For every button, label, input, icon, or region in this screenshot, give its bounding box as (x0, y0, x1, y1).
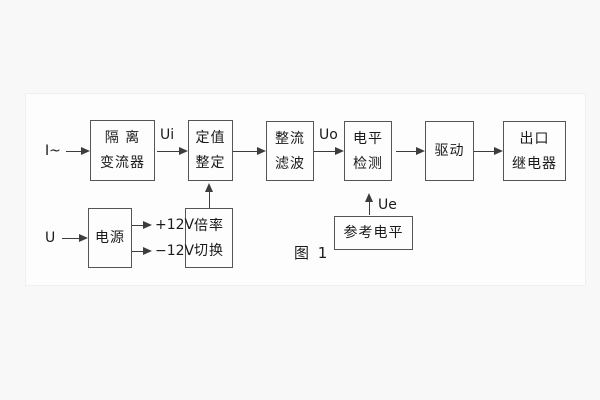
block-setting-adjust: 定值 整定 (188, 120, 233, 181)
arrowhead-right-icon (416, 147, 425, 155)
block-label: 电源 (95, 230, 125, 246)
plus12v-label: +12V (155, 217, 195, 233)
connector-current-to-isolation (66, 147, 90, 156)
block-label: 定值 (195, 130, 226, 146)
arrowhead-right-icon (81, 147, 90, 155)
block-label: 参考电平 (343, 225, 404, 241)
connector-power-to-minus12v (132, 247, 152, 256)
block-label: 检测 (353, 155, 383, 172)
connector-ratio-to-setting (205, 183, 214, 208)
connector-line (66, 151, 84, 152)
connector-line (157, 151, 182, 152)
block-output-relay: 出口 继电器 (503, 121, 566, 181)
connector-line (314, 151, 338, 152)
connector-line (233, 151, 260, 152)
connector-rectify-to-level (314, 147, 344, 156)
arrowhead-right-icon (179, 147, 188, 155)
block-power-supply: 电源 (88, 208, 132, 268)
block-label: 驱动 (434, 143, 465, 159)
block-label: 出口 (519, 130, 550, 147)
block-label: 切换 (194, 242, 224, 259)
block-label: 整定 (195, 155, 226, 171)
voltage-input-label: U (45, 230, 56, 246)
block-label: 变流器 (100, 155, 145, 171)
connector-line (474, 151, 497, 152)
connector-isolation-to-setting (157, 147, 188, 156)
figure-caption: 图 1 (294, 244, 330, 262)
arrowhead-right-icon (257, 147, 266, 155)
signal-ue-label: Ue (378, 197, 397, 213)
connector-line (62, 238, 82, 239)
connector-reference-to-level (365, 193, 374, 215)
connector-line (209, 189, 210, 208)
block-label: 隔 离 (104, 130, 141, 146)
block-level-detect: 电平 检测 (344, 121, 392, 181)
signal-ui-label: Ui (160, 127, 175, 143)
connector-power-to-plus12v (132, 221, 152, 230)
connector-voltage-to-power (62, 234, 88, 243)
block-label: 倍率 (194, 217, 224, 234)
arrowhead-right-icon (79, 234, 88, 242)
connector-line (132, 225, 146, 226)
block-drive: 驱动 (425, 121, 474, 181)
connector-line (396, 151, 419, 152)
connector-line (369, 199, 370, 215)
block-label: 滤波 (275, 155, 305, 172)
block-isolation-transformer: 隔 离 变流器 (90, 120, 155, 181)
connector-drive-to-output (474, 147, 503, 156)
arrowhead-right-icon (143, 221, 152, 229)
arrowhead-right-icon (143, 247, 152, 255)
minus12v-label: −12V (155, 243, 195, 259)
block-ratio-switch: 倍率 切换 (185, 208, 233, 268)
connector-setting-to-rectify (233, 147, 266, 156)
block-label: 电平 (353, 130, 383, 147)
block-label: 继电器 (512, 155, 557, 172)
arrowhead-up-icon (205, 183, 213, 192)
connector-line (132, 251, 146, 252)
arrowhead-right-icon (494, 147, 503, 155)
signal-uo-label: Uo (319, 127, 338, 143)
arrowhead-right-icon (335, 147, 344, 155)
block-label: 整流 (275, 130, 305, 147)
block-reference-level: 参考电平 (334, 216, 413, 250)
current-input-label: I~ (45, 143, 61, 159)
block-rectify-filter: 整流 滤波 (266, 121, 314, 181)
connector-level-to-drive (396, 147, 425, 156)
arrowhead-up-icon (365, 193, 373, 202)
